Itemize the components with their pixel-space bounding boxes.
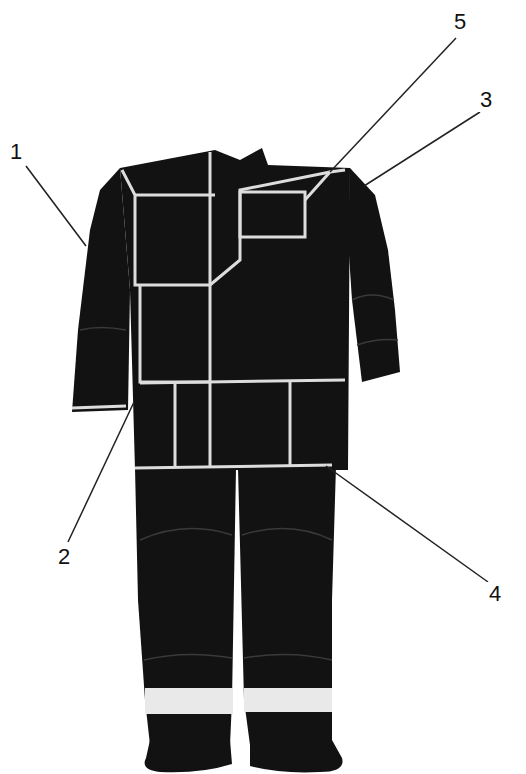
callout-number: 1 [8, 140, 24, 164]
white-seams [72, 152, 345, 468]
callout-number: 5 [452, 10, 468, 34]
suit-torso [120, 148, 350, 470]
leader-lines [26, 38, 488, 582]
reflective-band [145, 688, 233, 714]
right-leg [238, 466, 336, 745]
reflective-band [244, 688, 332, 712]
right-boot [250, 740, 343, 772]
left-leg [135, 468, 236, 745]
callout-number: 2 [56, 545, 72, 569]
fabric-seams [80, 295, 398, 660]
left-sleeve [72, 168, 130, 412]
left-boot [145, 740, 232, 772]
callout-number: 3 [478, 88, 494, 112]
callout-number: 4 [487, 582, 503, 606]
right-sleeve [348, 168, 400, 382]
